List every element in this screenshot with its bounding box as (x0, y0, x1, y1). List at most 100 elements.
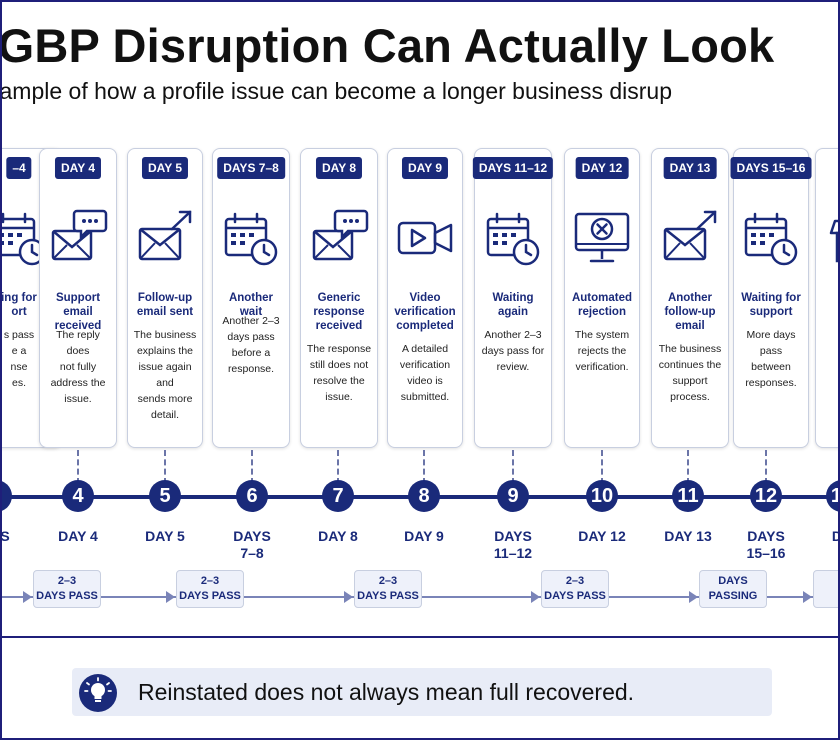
card-title: Another wait (217, 291, 285, 319)
card-description-line: A detailed (401, 343, 449, 355)
gap-pill-line: PASSING (708, 590, 758, 602)
card-description-line: days pass (227, 331, 275, 343)
card-description-line: address the (50, 377, 106, 389)
gap-arrowhead (344, 591, 353, 603)
day-badge: DAYS 7–8 (217, 157, 285, 179)
card-description-line: detail. (150, 409, 180, 421)
calendar-clock-icon (220, 207, 282, 269)
card-description-line: rejects the (577, 345, 627, 357)
day-badge: DAY 12 (575, 157, 629, 179)
page-title: a GBP Disruption Can Actually Look (0, 19, 775, 72)
day-label: AYS4 (0, 528, 31, 562)
timeline-node: 5 (149, 480, 181, 512)
card-description-line: More days pass (746, 329, 796, 357)
card-description-line: not fully (59, 361, 97, 373)
connector-dash (337, 450, 339, 484)
card-description-line: visib (820, 359, 838, 375)
card-description-line: e a (11, 345, 27, 357)
card-title-line: completed (396, 320, 454, 332)
card-title-line: email sent (136, 306, 194, 318)
card-description-line: resolve the (313, 375, 365, 387)
calendar-clock-icon (482, 207, 544, 269)
card-description-line: nse (10, 361, 28, 373)
calendar-clock-icon (2, 207, 50, 269)
timeline-node: 6 (236, 480, 268, 512)
gap-pill: DAYS PASSING (699, 570, 767, 608)
card-description-line: issue again and (138, 361, 192, 389)
day-label-line: 15–16 (746, 545, 786, 561)
card-title: ing for ort (1, 291, 57, 319)
day-label: DAY 9 (389, 528, 459, 545)
card-description-line: verification (399, 359, 451, 371)
card-description-line: video is (407, 375, 443, 387)
day-label: DAY 12 (567, 528, 637, 545)
card-title: Automated rejection (569, 291, 635, 319)
connector-dash (512, 450, 514, 484)
day-label-line: DAY 12 (578, 528, 626, 544)
gap-pill-line: DAYS PASS (36, 590, 98, 602)
card-title-line: Follow-up (137, 292, 193, 304)
gap-pill-line: PA (814, 589, 838, 604)
callout-text: Reinstated does not always mean full rec… (138, 679, 635, 705)
gap-pill-line: DAYS PASS (544, 590, 606, 602)
day-label-line: DAY 13 (664, 528, 712, 544)
card-title-line: received (315, 320, 363, 332)
timeline-node: 11 (672, 480, 704, 512)
timeline-node: 12 (750, 480, 782, 512)
card-title-line: Another wait (228, 292, 274, 318)
gap-pill-line: DAYS PASS (179, 590, 241, 602)
card-title-line: verification (394, 306, 456, 318)
day-label: DAY 5 (130, 528, 200, 545)
card-title: Follow-up email sent (132, 291, 198, 319)
card-title-line: Automated (571, 292, 633, 304)
card-description-line: The business (658, 343, 722, 355)
card-title-line: res (820, 305, 838, 319)
card-title-line: email (675, 320, 705, 332)
timeline-node: 7 (322, 480, 354, 512)
monitor-reject-icon (571, 207, 633, 269)
card-description-line: sends more (137, 393, 193, 405)
gap-pill-line: 2–3 (57, 575, 77, 587)
gap-pill-line: DAYS PASS (357, 590, 419, 602)
day-label-line: AYS (0, 528, 10, 544)
card-description-line: Another 2–3 (484, 329, 542, 341)
card-title-line: rejection (578, 306, 626, 318)
day-badge: DAYS 15–16 (730, 157, 812, 179)
card-description-line: verification. (575, 361, 629, 373)
card-title-line: ing for (1, 292, 37, 304)
day-badge: DAY 5 (141, 157, 189, 179)
email-chat-icon (308, 207, 370, 269)
day-label: DAY 4 (43, 528, 113, 545)
gap-pill-line: DAYS (718, 575, 748, 587)
card-title-line: ort (11, 306, 27, 318)
day-label-line: DAYS (233, 528, 271, 544)
connector-dash (765, 450, 767, 484)
day-label-line: DAY 5 (145, 528, 185, 544)
card-description-line: response. (227, 363, 275, 375)
email-chat-icon (47, 207, 109, 269)
day-label: DA (807, 528, 838, 545)
card-title-line: support (749, 306, 793, 318)
gap-pill-line (814, 574, 838, 589)
callout-box: Reinstated does not always mean full rec… (72, 668, 772, 716)
gap-pill-line: 2–3 (565, 575, 585, 587)
